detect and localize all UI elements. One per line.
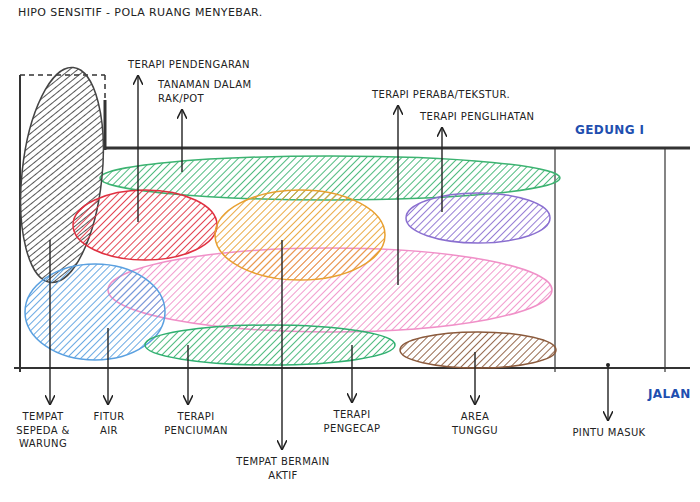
zone-label: PINTU MASUK [562,426,656,440]
entrance-dot [606,363,610,367]
zone-label: TERAPI PENCIUMAN [156,410,236,437]
smell-taste-zone [145,325,395,365]
zone-label: TEMPAT BERMAIN AKTIF [224,455,342,482]
zone-bubbles [11,63,560,368]
zone-label: AREA TUNGGU [438,410,512,437]
water-zone [25,264,165,360]
zone-label: TANAMAN DALAM RAK/POT [158,78,276,105]
bike-zone [11,63,113,286]
play-zone [215,190,385,280]
zone-label: GEDUNG I [575,122,645,138]
waiting-zone [400,332,556,368]
zone-label: JALAN [648,386,691,402]
zone-label: TERAPI PENDENGARAN [128,58,250,72]
hearing-zone [73,190,217,260]
zone-label: TERAPI PENGLIHATAN [420,110,535,124]
diagram-title: HIPO SENSITIF - POLA RUANG MENYEBAR. [18,6,263,21]
zone-label: FITUR AIR [86,410,132,437]
zone-label: TEMPAT SEPEDA & WARUNG [6,410,80,451]
zone-label: TERAPI PERABA/TEKSTUR. [372,88,510,102]
zone-label: TERAPI PENGECAP [312,408,392,435]
leader-arrows [50,76,608,449]
site-boundary [14,75,690,372]
sight-zone [406,193,550,243]
